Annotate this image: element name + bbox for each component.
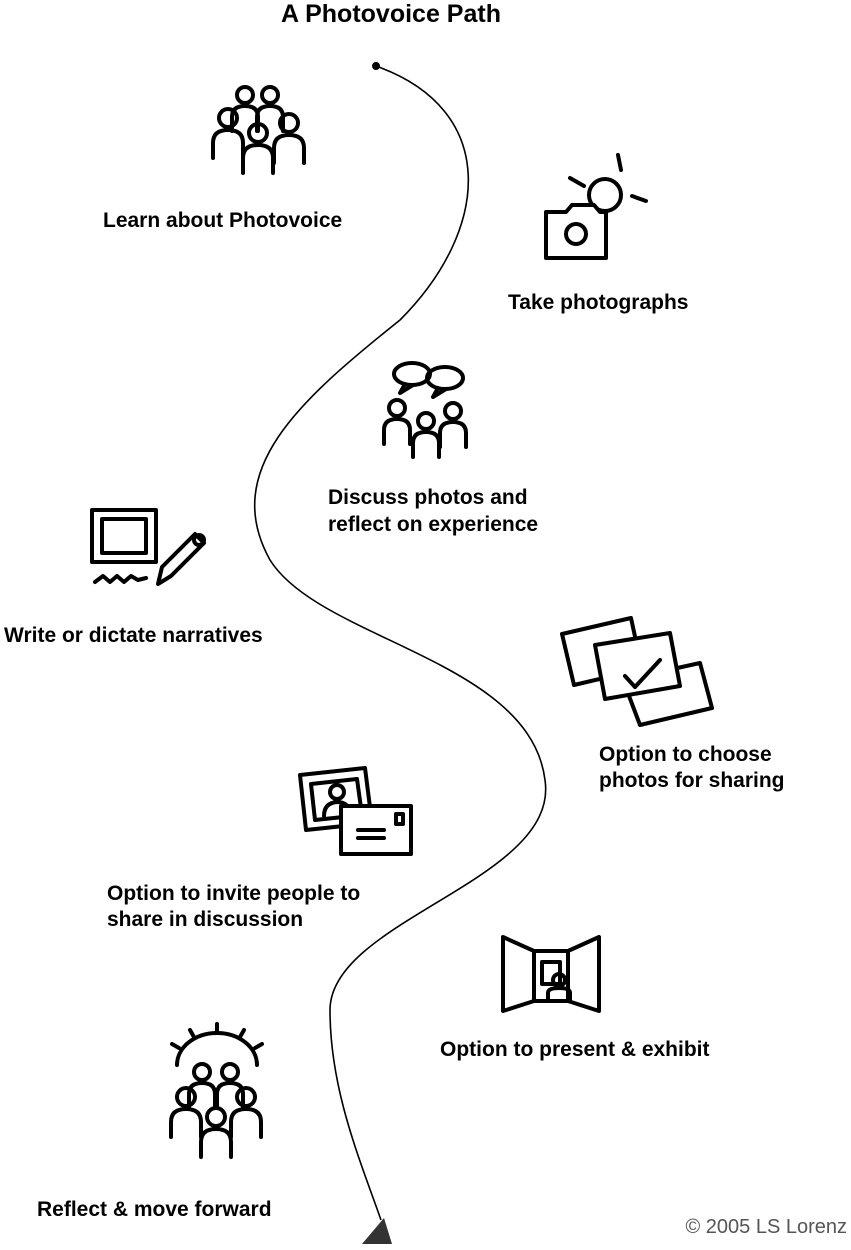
path-arrowhead [362,1218,392,1244]
copyright-notice: © 2005 LS Lorenz [685,1216,847,1238]
camera-flash-icon [544,153,648,260]
tablet-pen-icon [90,508,206,586]
step-label-learn: Learn about Photovoice [103,209,342,232]
path-line [253,65,547,1221]
step-label-present: Option to present & exhibit [440,1038,710,1061]
diagram-title: A Photovoice Path [281,0,501,28]
group-sun-icon [169,1022,264,1159]
step-label-reflect: Reflect & move forward [37,1198,272,1221]
discussion-group-icon [382,361,468,459]
photo-envelope-icon [298,766,413,856]
group-icon [211,85,306,175]
step-label-choose-photos: Option to choose photos for sharing [599,743,785,792]
winding-path [253,62,547,1244]
step-label-take-photos: Take photographs [508,291,688,314]
step-label-invite: Option to invite people to share in disc… [107,882,366,931]
step-label-discuss: Discuss photos and reflect on experience [328,486,538,536]
photos-checkmark-icon [560,616,714,727]
step-label-write: Write or dictate narratives [4,624,263,647]
exhibit-icon [501,935,601,1013]
